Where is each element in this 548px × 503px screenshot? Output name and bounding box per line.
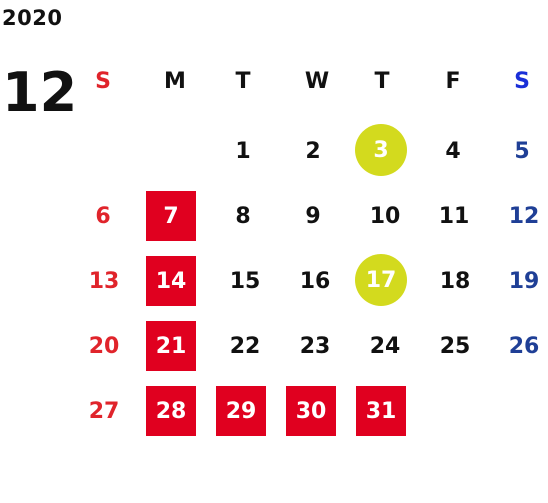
day-cell-sunday[interactable]: 27 <box>88 398 120 424</box>
day-cell-saturday[interactable]: 5 <box>514 138 530 164</box>
weekday-friday: F <box>445 68 461 94</box>
day-cell[interactable]: 23 <box>299 333 331 359</box>
day-cell-holiday[interactable]: 30 <box>286 386 336 436</box>
day-cell[interactable]: 10 <box>369 203 401 229</box>
weekday-sunday: S <box>95 68 111 94</box>
year-label: 2020 <box>2 6 63 30</box>
day-cell-holiday[interactable]: 28 <box>146 386 196 436</box>
day-cell-sunday[interactable]: 20 <box>88 333 120 359</box>
day-cell-event[interactable]: 3 <box>355 124 407 176</box>
day-cell[interactable]: 8 <box>235 203 251 229</box>
day-cell-holiday[interactable]: 31 <box>356 386 406 436</box>
day-cell[interactable]: 25 <box>439 333 471 359</box>
day-cell[interactable]: 18 <box>439 268 471 294</box>
weekday-thursday: T <box>374 68 390 94</box>
month-label: 12 <box>2 61 78 124</box>
weekday-wednesday: W <box>304 68 330 94</box>
day-cell-holiday[interactable]: 21 <box>146 321 196 371</box>
day-cell[interactable]: 1 <box>235 138 251 164</box>
day-cell[interactable]: 24 <box>369 333 401 359</box>
day-cell-event[interactable]: 17 <box>355 254 407 306</box>
day-cell-saturday[interactable]: 12 <box>508 203 540 229</box>
day-cell[interactable]: 9 <box>305 203 321 229</box>
weekday-monday: M <box>164 68 186 94</box>
day-cell[interactable]: 22 <box>229 333 261 359</box>
day-cell-sunday[interactable]: 6 <box>95 203 111 229</box>
day-cell[interactable]: 15 <box>229 268 261 294</box>
day-cell-saturday[interactable]: 19 <box>508 268 540 294</box>
day-cell-sunday[interactable]: 13 <box>88 268 120 294</box>
weekday-saturday: S <box>514 68 530 94</box>
day-cell[interactable]: 16 <box>299 268 331 294</box>
day-cell-holiday[interactable]: 14 <box>146 256 196 306</box>
day-cell-saturday[interactable]: 26 <box>508 333 540 359</box>
day-cell[interactable]: 4 <box>445 138 461 164</box>
day-cell[interactable]: 2 <box>305 138 321 164</box>
day-cell[interactable]: 11 <box>438 203 470 229</box>
day-cell-holiday[interactable]: 7 <box>146 191 196 241</box>
weekday-tuesday: T <box>235 68 251 94</box>
day-cell-holiday[interactable]: 29 <box>216 386 266 436</box>
